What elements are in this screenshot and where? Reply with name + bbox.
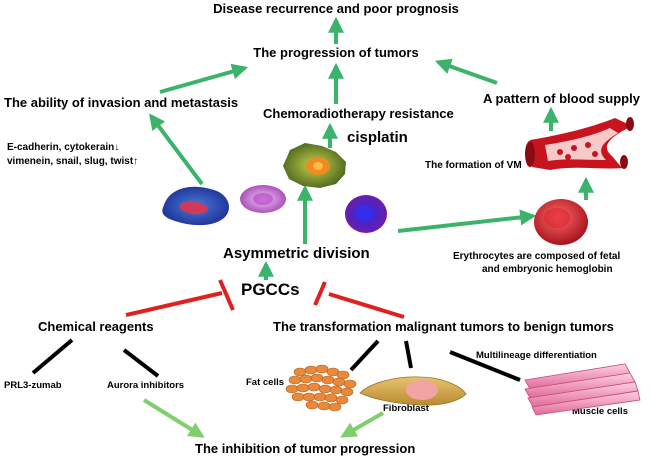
inhibition-lines	[125, 279, 405, 319]
blood-supply-label: A pattern of blood supply	[483, 91, 641, 106]
purple-tumor-cell	[240, 185, 286, 213]
arrow-cell-to-rbc	[397, 209, 537, 233]
markers-line2: vimenein, snail, slug, twist↑	[7, 156, 138, 167]
arrow-invasion-to-progression	[159, 63, 249, 94]
muscle-cells	[524, 363, 641, 416]
fibroblast-cell	[359, 376, 467, 406]
arrow-fibroblast-to-inhibition	[340, 411, 384, 438]
transformation-inhibits-pgccs	[328, 292, 405, 319]
transformation-label: The transformation malignant tumors to b…	[273, 319, 614, 334]
aurora-label: Aurora inhibitors	[107, 380, 184, 391]
invasion-label: The ability of invasion and metastasis	[4, 95, 238, 110]
line-transformation-to-fibroblast	[404, 340, 413, 369]
multilineage-label: Multilineage differentiation	[476, 350, 597, 361]
green-polyploid-cell	[283, 143, 346, 188]
prl3-label: PRL3-zumab	[4, 380, 62, 391]
violet-tumor-cell	[345, 195, 387, 233]
light-green-arrows	[142, 398, 384, 438]
markers-line1: E-cadherin, cytokerain↓	[7, 142, 119, 153]
transformation-inhibit-bar	[313, 281, 327, 306]
blood-vessel-vm	[525, 117, 634, 170]
cisplatin-label: cisplatin	[347, 129, 408, 146]
chemical-inhibit-bar	[218, 279, 235, 311]
asymmetric-division-label: Asymmetric division	[223, 245, 370, 262]
green-arrows	[149, 16, 594, 280]
erythrocytes-line1: Erythrocytes are composed of fetal	[453, 251, 620, 262]
blue-tumor-cell	[162, 186, 230, 226]
vm-label: The formation of VM	[425, 160, 522, 171]
chemo-resistance-label: Chemoradiotherapy resistance	[263, 106, 454, 121]
fat-cells	[285, 364, 357, 412]
fat-cells-label: Fat cells	[246, 377, 284, 388]
arrow-aurora-to-inhibition	[142, 398, 205, 438]
pgccs-label: PGCCs	[241, 280, 300, 299]
inhibition-label: The inhibition of tumor progression	[195, 441, 415, 456]
muscle-cells-label: Muscle cells	[572, 406, 628, 417]
arrow-cell-to-invasion	[149, 113, 204, 186]
erythrocyte	[534, 199, 588, 245]
black-connectors	[31, 338, 521, 382]
erythrocytes-line2: and embryonic hemoglobin	[482, 264, 613, 275]
progression-label: The progression of tumors	[253, 45, 418, 60]
arrow-blood-to-progression	[434, 58, 498, 85]
line-transformation-to-muscle	[449, 350, 521, 382]
chemical-inhibits-pgccs	[125, 291, 223, 317]
fibroblast-label: Fibroblast	[383, 403, 430, 414]
recurrence-label: Disease recurrence and poor prognosis	[213, 1, 459, 16]
line-chemical-to-prl3	[31, 338, 74, 375]
chemical-reagents-label: Chemical reagents	[38, 319, 154, 334]
line-chemical-to-aurora	[122, 348, 160, 378]
line-transformation-to-fat	[349, 339, 380, 372]
